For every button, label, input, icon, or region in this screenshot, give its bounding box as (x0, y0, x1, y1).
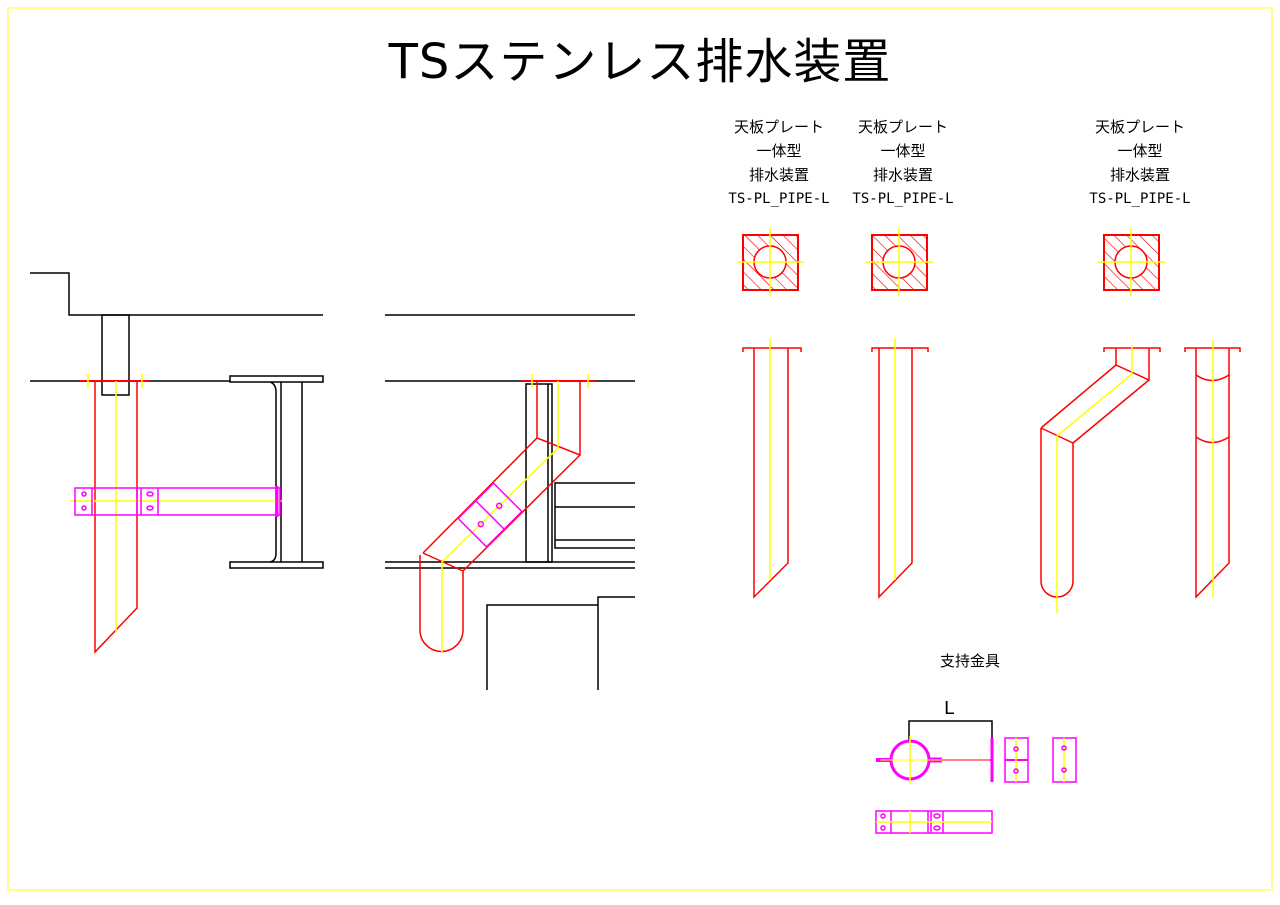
dimension-line-L (908, 720, 993, 740)
offset-drain-pipe (419, 380, 596, 653)
pipe-clamp (457, 482, 523, 548)
product-name: 天板プレート (1094, 118, 1185, 136)
drain-pipe (80, 380, 150, 654)
product-code: TS-PL_PIPE-L (852, 191, 954, 207)
pipe-elevation-2 (871, 338, 929, 599)
product-code: TS-PL_PIPE-L (1089, 191, 1191, 207)
support-bracket-detail (875, 720, 1077, 834)
top-plate-2 (866, 228, 933, 296)
product-name: 天板プレート (733, 118, 824, 136)
product-type: 一体型 (880, 142, 926, 160)
product-type: 一体型 (1117, 142, 1163, 160)
product-category: 排水装置 (748, 166, 809, 184)
centerline (70, 374, 282, 632)
top-plate-1 (737, 228, 804, 296)
sheet-border (7, 7, 1273, 891)
pipe-elevation-3 (1040, 345, 1161, 613)
support-bracket (74, 486, 281, 517)
dimension-label: L (944, 698, 955, 719)
detail-offset-install (385, 314, 635, 690)
drawing-title: TSステンレス排水装置 (388, 34, 892, 90)
product-category: 排水装置 (872, 166, 933, 184)
centerline (441, 374, 589, 652)
pipe-elevation-4 (1184, 340, 1241, 599)
product-label-1: 天板プレート 一体型 排水装置 TS-PL_PIPE-L (699, 115, 859, 211)
pipe-elevations (742, 338, 1241, 613)
pipe-elevation-1 (742, 338, 802, 599)
product-label-3: 天板プレート 一体型 排水装置 TS-PL_PIPE-L (1060, 115, 1220, 211)
detail-straight-install (30, 272, 324, 654)
product-code: TS-PL_PIPE-L (728, 191, 830, 207)
product-category: 排水装置 (1109, 166, 1170, 184)
support-title: 支持金具 (940, 652, 1001, 670)
product-type: 一体型 (756, 142, 802, 160)
building-structure (30, 272, 324, 569)
top-plate-views (737, 228, 1165, 296)
product-label-2: 天板プレート 一体型 排水装置 TS-PL_PIPE-L (823, 115, 983, 211)
product-name: 天板プレート (857, 118, 948, 136)
building-structure (385, 314, 635, 690)
top-plate-3 (1098, 228, 1165, 296)
